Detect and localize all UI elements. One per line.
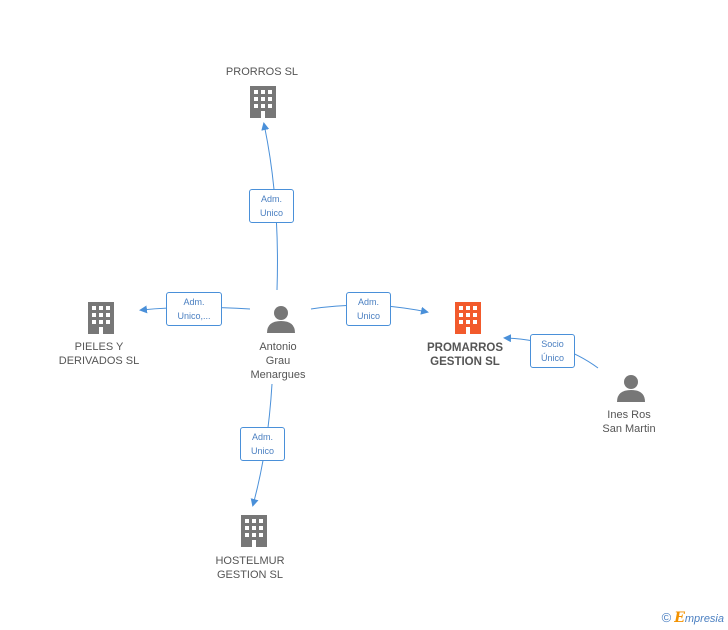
edge-label-to-pieles: Adm. Unico,... [166,292,222,326]
empresia-logo-initial: E [674,610,685,626]
edge-label-to-promarros: Adm. Unico [346,292,391,326]
node-label-hostelmur[interactable]: HOSTELMUR GESTION SL [215,555,285,581]
building-icon-prorros[interactable] [250,86,276,118]
edge-label-to-hostelmur: Adm. Unico [240,427,285,461]
copyright-notice: ©Empresia [662,610,724,626]
node-label-ines[interactable]: Ines Ros San Martin [602,409,656,435]
person-icon-ines[interactable] [617,375,645,402]
person-icon-antonio[interactable] [267,306,295,333]
edge-label-to-prorros: Adm. Unico [249,189,294,223]
building-icon-hostelmur[interactable] [241,515,267,547]
building-icon-pieles[interactable] [88,302,114,334]
node-label-prorros[interactable]: PRORROS SL [225,66,299,78]
empresia-logo-text: mpresia [684,613,724,625]
copyright-symbol: © [661,610,672,625]
building-icon-promarros[interactable] [455,302,481,334]
node-label-promarros[interactable]: PROMARROS GESTION SL [426,342,504,368]
node-label-pieles[interactable]: PIELES Y DERIVADOS SL [58,341,140,367]
edge-label-ines-to-promarros: Socio Único [530,334,575,368]
node-label-antonio[interactable]: Antonio Grau Menargues [250,341,306,381]
